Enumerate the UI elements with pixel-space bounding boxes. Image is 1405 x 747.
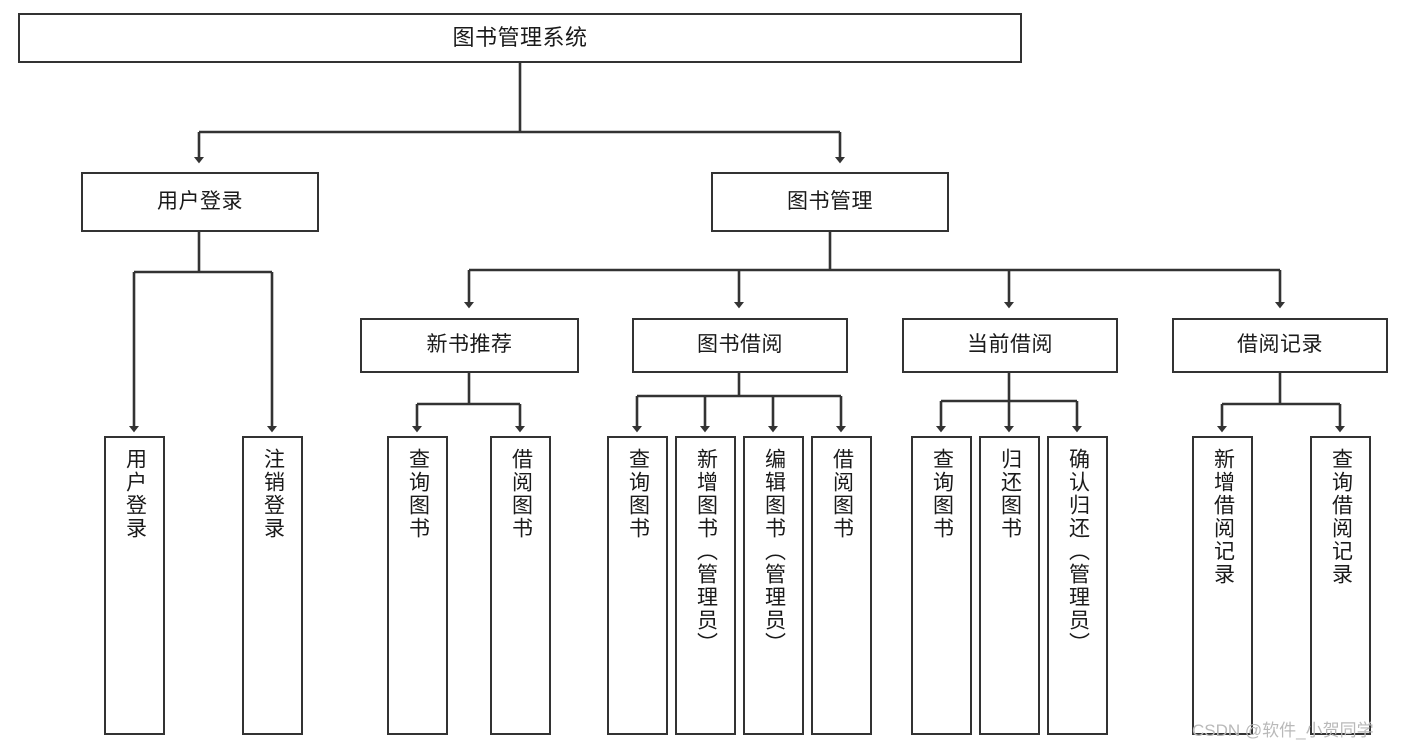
node-label: 图书管理 (787, 189, 873, 213)
node-book-borrowing[interactable]: 图书借阅 (632, 318, 848, 373)
node-label: 确认归还（管理员） (1066, 448, 1090, 655)
node-label: 用户登录 (123, 448, 147, 540)
node-label: 归还图书 (998, 448, 1022, 540)
leaf-user-login[interactable]: 用户登录 (104, 436, 165, 735)
leaf-edit-book-admin[interactable]: 编辑图书（管理员） (743, 436, 804, 735)
node-label: 注销登录 (261, 448, 285, 540)
leaf-add-borrow-record[interactable]: 新增借阅记录 (1192, 436, 1253, 735)
node-new-book-recommend[interactable]: 新书推荐 (360, 318, 579, 373)
node-label: 用户登录 (157, 189, 243, 213)
node-label: 借阅图书 (830, 448, 854, 540)
node-label: 新增图书（管理员） (694, 448, 718, 655)
leaf-add-book-admin[interactable]: 新增图书（管理员） (675, 436, 736, 735)
leaf-lend-book[interactable]: 借阅图书 (811, 436, 872, 735)
leaf-query-book-current[interactable]: 查询图书 (911, 436, 972, 735)
leaf-logout[interactable]: 注销登录 (242, 436, 303, 735)
node-label: 新书推荐 (426, 333, 513, 357)
leaf-query-book-borrow[interactable]: 查询图书 (607, 436, 668, 735)
node-label: 新增借阅记录 (1211, 448, 1235, 586)
leaf-query-borrow-record[interactable]: 查询借阅记录 (1310, 436, 1371, 735)
node-label: 编辑图书（管理员） (762, 448, 786, 655)
node-label: 查询图书 (406, 448, 430, 540)
node-label: 查询图书 (930, 448, 954, 540)
node-label: 借阅记录 (1237, 333, 1323, 357)
node-label: 查询图书 (626, 448, 650, 540)
node-root-system[interactable]: 图书管理系统 (18, 13, 1022, 63)
node-borrowing-records[interactable]: 借阅记录 (1172, 318, 1388, 373)
node-book-management[interactable]: 图书管理 (711, 172, 949, 232)
node-label: 当前借阅 (967, 333, 1053, 357)
leaf-borrow-book-newbook[interactable]: 借阅图书 (490, 436, 551, 735)
leaf-return-book[interactable]: 归还图书 (979, 436, 1040, 735)
node-label: 借阅图书 (509, 448, 533, 540)
node-user-login[interactable]: 用户登录 (81, 172, 319, 232)
leaf-confirm-return-admin[interactable]: 确认归还（管理员） (1047, 436, 1108, 735)
node-label: 图书管理系统 (452, 25, 588, 51)
node-label: 图书借阅 (697, 333, 783, 357)
node-label: 查询借阅记录 (1329, 448, 1353, 586)
leaf-query-book-newbook[interactable]: 查询图书 (387, 436, 448, 735)
node-current-borrowing[interactable]: 当前借阅 (902, 318, 1118, 373)
